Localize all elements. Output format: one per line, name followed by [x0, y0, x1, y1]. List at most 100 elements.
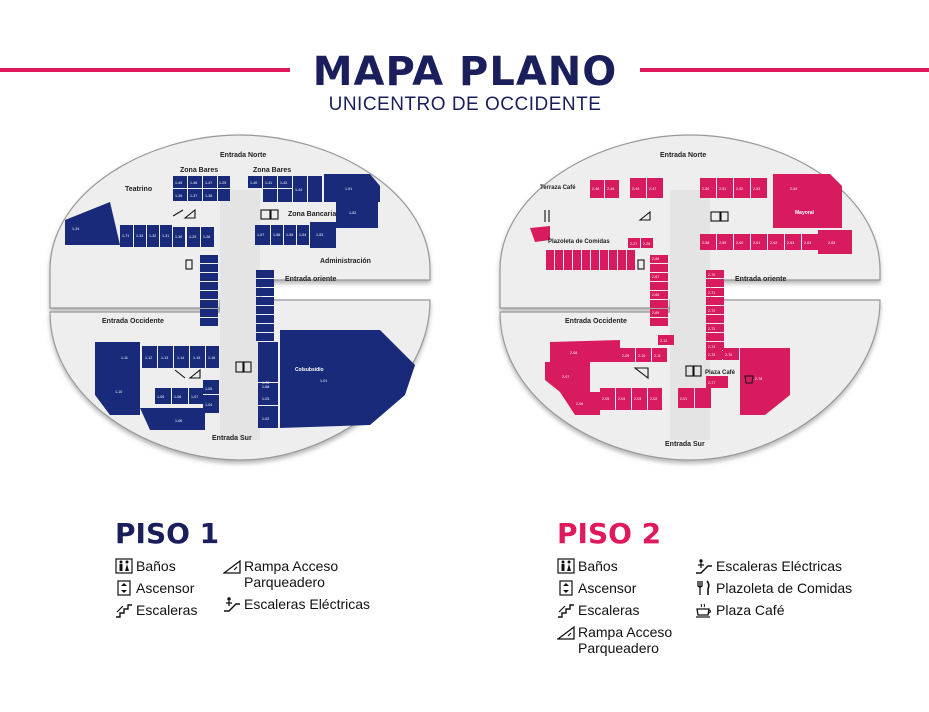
svg-text:1-06: 1-06 [175, 419, 182, 423]
svg-text:2-62: 2-62 [770, 241, 777, 245]
restroom-map-icon [637, 259, 645, 270]
legend-floor2-heading: PISO 2 [557, 517, 662, 550]
svg-text:2-63: 2-63 [787, 241, 794, 245]
svg-text:2-08: 2-08 [570, 351, 577, 355]
svg-text:2-12: 2-12 [660, 339, 667, 343]
ramp-escalator-map-icon [174, 368, 201, 379]
legend2-item-plazoleta: Plazoleta de Comidas [695, 580, 852, 596]
svg-text:2-02: 2-02 [650, 397, 657, 401]
svg-text:1-14: 1-14 [177, 356, 184, 360]
svg-text:2-51: 2-51 [719, 187, 726, 191]
page-title: MAPA PLANO [312, 49, 618, 95]
svg-text:1-54: 1-54 [299, 233, 306, 237]
elevator-map-icon [720, 211, 729, 222]
elevator-map-icon-south [243, 361, 252, 373]
header-rule-left [0, 68, 290, 72]
floor2-label-plaza-cafe: Plaza Café [705, 370, 736, 376]
svg-text:1-29: 1-29 [189, 235, 196, 239]
svg-text:1-16: 1-16 [208, 356, 215, 360]
svg-text:2-60: 2-60 [736, 241, 743, 245]
escalator-icon [696, 559, 712, 574]
svg-text:2-70: 2-70 [708, 273, 715, 277]
svg-text:2-01: 2-01 [680, 397, 687, 401]
svg-text:2-76: 2-76 [725, 353, 732, 357]
stairs-map-icon-south [685, 365, 694, 377]
floor2-label-plazoleta: Plazoleta de Comidas [548, 239, 610, 245]
svg-text:2-59: 2-59 [719, 241, 726, 245]
svg-text:2-68: 2-68 [652, 293, 659, 297]
svg-text:1-57: 1-57 [257, 233, 264, 237]
elevator-icon [117, 580, 131, 596]
legend1-label-rampa: Rampa Acceso Parqueadero [244, 558, 339, 590]
ramp-parking-icon [557, 625, 575, 640]
legend2-item-ascensor: Ascensor [557, 580, 695, 596]
legend2-label-ascensor: Ascensor [578, 580, 637, 596]
svg-text:2-52: 2-52 [736, 187, 743, 191]
svg-text:1-09: 1-09 [157, 395, 164, 399]
svg-text:1-02: 1-02 [262, 417, 269, 421]
page-subtitle: UNICENTRO DE OCCIDENTE [328, 94, 602, 115]
svg-text:1-08: 1-08 [174, 395, 181, 399]
legend2-label-banos: Baños [578, 558, 618, 574]
escalator-icon [224, 597, 240, 612]
legend1-item-rampa: Rampa Acceso Parqueadero [223, 558, 370, 590]
floor1-label-zona-bares-left: Zona Bares [180, 167, 218, 174]
svg-text:2-09: 2-09 [622, 354, 629, 358]
svg-text:2-65: 2-65 [828, 241, 835, 245]
floor1-label-entrada-sur: Entrada Sur [212, 435, 252, 442]
svg-text:2-45: 2-45 [607, 187, 614, 191]
svg-text:2-26: 2-26 [643, 242, 650, 246]
stairs-map-icon [260, 209, 271, 220]
svg-text:1-15: 1-15 [193, 356, 200, 360]
svg-text:1-70: 1-70 [262, 381, 269, 385]
coffee-cup-icon [696, 603, 712, 618]
floor1-stores [65, 174, 415, 430]
svg-text:1-56: 1-56 [273, 233, 280, 237]
floor2-map-icons [544, 210, 754, 384]
svg-text:2-50: 2-50 [702, 187, 709, 191]
svg-text:1-47: 1-47 [205, 181, 212, 185]
svg-text:1-44: 1-44 [295, 188, 302, 192]
floor1-anchor-store: Colsubsidio [295, 367, 324, 373]
floor2-label-entrada-occidente: Entrada Occidente [565, 318, 627, 325]
legend1-item-escaleras-electricas: Escaleras Eléctricas [223, 596, 370, 612]
legend2-item-banos: Baños [557, 558, 695, 574]
svg-text:1-01: 1-01 [320, 379, 327, 383]
legend1-label-banos: Baños [136, 558, 176, 574]
svg-text:1-34: 1-34 [72, 227, 79, 231]
legend1-label-escaleras-electricas: Escaleras Eléctricas [244, 596, 371, 612]
legend-floor1: PISO 1 Baños Ascensor Escaleras Rampa Ac… [115, 518, 370, 624]
svg-text:2-05: 2-05 [602, 397, 609, 401]
floor2-anchor-store: Mayoral [795, 210, 815, 216]
legend2-item-plaza-cafe: Plaza Café [695, 602, 852, 618]
svg-text:1-40: 1-40 [250, 181, 257, 185]
svg-text:2-58: 2-58 [702, 241, 709, 245]
floor2-label-terraza-cafe: Terraza Café [540, 185, 576, 191]
svg-text:1-05: 1-05 [205, 387, 212, 391]
svg-text:2-77: 2-77 [708, 381, 715, 385]
stairs-icon [116, 604, 132, 618]
floor2-label-entrada-oriente: Entrada oriente [735, 276, 786, 283]
svg-text:1-68: 1-68 [262, 385, 269, 389]
svg-text:2-46: 2-46 [592, 187, 599, 191]
svg-text:1-29: 1-29 [219, 181, 226, 185]
floor1-label-entrada-norte: Entrada Norte [220, 152, 266, 159]
svg-text:2-04: 2-04 [618, 397, 625, 401]
svg-text:2-73: 2-73 [708, 327, 715, 331]
svg-text:1-41: 1-41 [265, 181, 272, 185]
svg-text:1-33: 1-33 [136, 234, 143, 238]
svg-text:1-30: 1-30 [175, 235, 182, 239]
svg-text:2-44: 2-44 [632, 187, 639, 191]
svg-text:1-52: 1-52 [349, 211, 356, 215]
svg-text:1-04: 1-04 [205, 403, 212, 407]
svg-text:2-64: 2-64 [804, 241, 811, 245]
legend2-label-plaza-cafe: Plaza Café [716, 602, 785, 618]
svg-text:1-71: 1-71 [122, 234, 129, 238]
stairs-map-icon [710, 211, 721, 222]
svg-text:1-51: 1-51 [345, 187, 352, 191]
food-court-map-icon [544, 210, 550, 222]
